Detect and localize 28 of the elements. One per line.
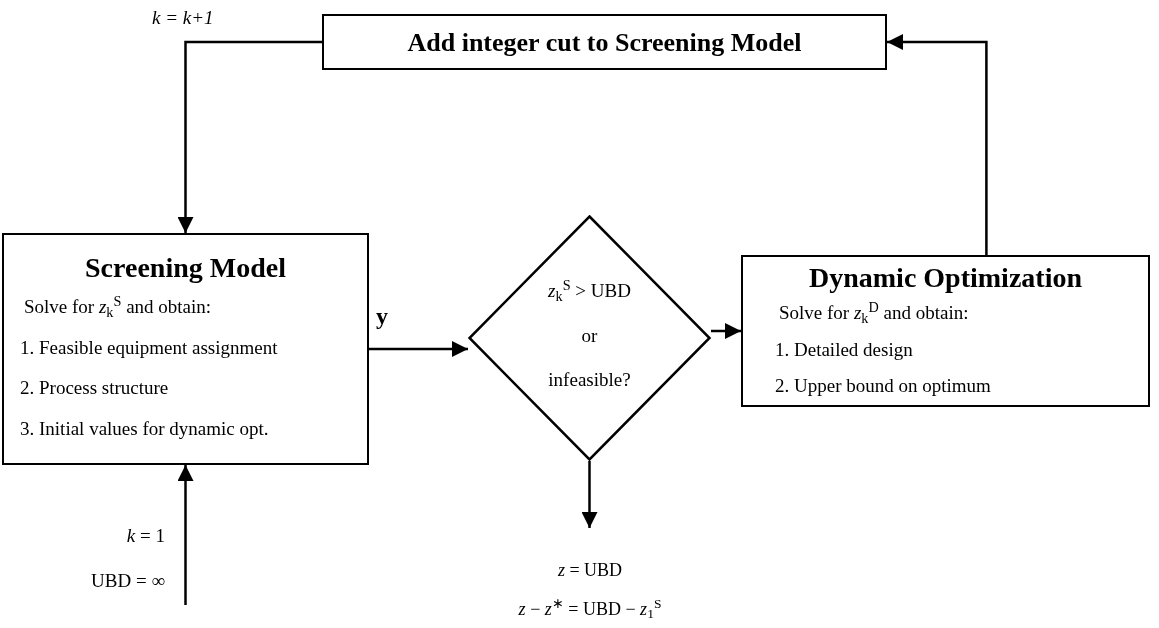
process-box (741, 255, 1150, 407)
list-item: 1. Feasible equipment assignment (19, 335, 279, 360)
list-item: 2. Process structure (19, 376, 170, 400)
edge-label: k = k+1 (152, 6, 214, 30)
box-text: Solve for z$_{k}$$^{S}$ and obtain: (23, 293, 213, 322)
box-title: Add integer cut to Screening Model (407, 26, 802, 59)
box-title: Dynamic Optimization (808, 261, 1083, 295)
list-item: 2. Upper bound on optimum (774, 374, 992, 398)
arrow (177, 40, 322, 233)
result-text: z = UBD (557, 559, 623, 582)
init-label: k = 1 (126, 524, 165, 548)
decision-text: infeasible? (548, 368, 631, 393)
arrow (581, 461, 598, 528)
process-box (322, 14, 887, 70)
process-box (2, 233, 369, 465)
box-text: Solve for z$_{k}$$^{D}$ and obtain: (778, 299, 970, 328)
list-item: 1. Detailed design (774, 337, 914, 362)
list-item: 3. Initial values for dynamic opt. (19, 416, 270, 441)
decision-text: z$_{k}$$^{S}$ > UBD (548, 277, 631, 306)
decision-diamond (468, 215, 711, 461)
arrow (177, 465, 194, 605)
box-title: Screening Model (84, 251, 287, 285)
decision-text: or (581, 323, 598, 348)
init-label: UBD = ∞ (91, 568, 165, 593)
arrow (887, 34, 988, 255)
arrow (369, 341, 468, 357)
edge-label: y (376, 302, 388, 331)
arrow (711, 323, 741, 339)
